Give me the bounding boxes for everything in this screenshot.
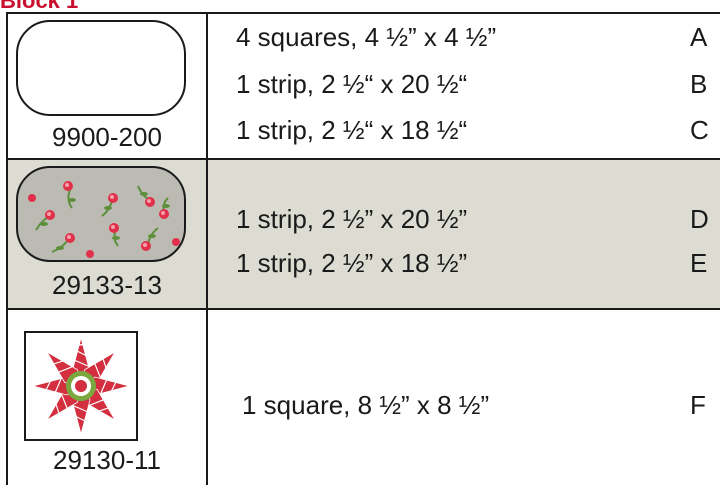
table-row-29133-13: 29133-13 1 strip, 2 ½” x 20 ½” D 1 strip… bbox=[6, 160, 720, 310]
cut-instruction: 1 strip, 2 ½” x 18 ½” bbox=[236, 248, 468, 278]
cut-letter: F bbox=[690, 390, 706, 420]
cut-letter: C bbox=[690, 115, 709, 145]
fabric-code: 9900-200 bbox=[52, 122, 162, 152]
table-border-left bbox=[6, 12, 8, 485]
cut-instruction: 1 strip, 2 ½“ x 20 ½“ bbox=[236, 69, 468, 99]
cut-letter: B bbox=[690, 69, 708, 99]
cut-letter: E bbox=[690, 248, 708, 278]
fabric-swatch-white bbox=[16, 20, 186, 116]
fabric-cell: 29133-13 bbox=[8, 160, 206, 308]
cut-letter: D bbox=[690, 204, 709, 234]
cut-instruction: 1 strip, 2 ½” x 20 ½” bbox=[236, 204, 468, 234]
block-title: Block 1 bbox=[0, 0, 79, 13]
fabric-code: 29133-13 bbox=[52, 270, 162, 300]
table-row-9900-200: 9900-200 4 squares, 4 ½” x 4 ½” A 1 stri… bbox=[6, 12, 720, 160]
lone-star-icon bbox=[31, 336, 131, 436]
cut-instruction: 1 strip, 2 ½“ x 18 ½“ bbox=[236, 115, 468, 145]
fabric-code: 29130-11 bbox=[53, 445, 161, 475]
fabric-swatch-star bbox=[24, 331, 138, 441]
cut-instruction: 4 squares, 4 ½” x 4 ½” bbox=[236, 22, 497, 52]
table-row-29130-11: 29130-11 1 square, 8 ½” x 8 ½” F bbox=[6, 310, 720, 485]
cut-letter: A bbox=[690, 22, 708, 52]
fabric-cell: 9900-200 bbox=[8, 14, 206, 158]
fabric-cell: 29130-11 bbox=[8, 310, 206, 485]
cutting-table: 9900-200 4 squares, 4 ½” x 4 ½” A 1 stri… bbox=[6, 12, 720, 485]
floral-print-icon bbox=[28, 181, 180, 258]
cut-instruction: 1 square, 8 ½” x 8 ½” bbox=[242, 390, 490, 420]
fabric-swatch-floral bbox=[16, 166, 186, 262]
table-column-divider bbox=[206, 12, 208, 485]
